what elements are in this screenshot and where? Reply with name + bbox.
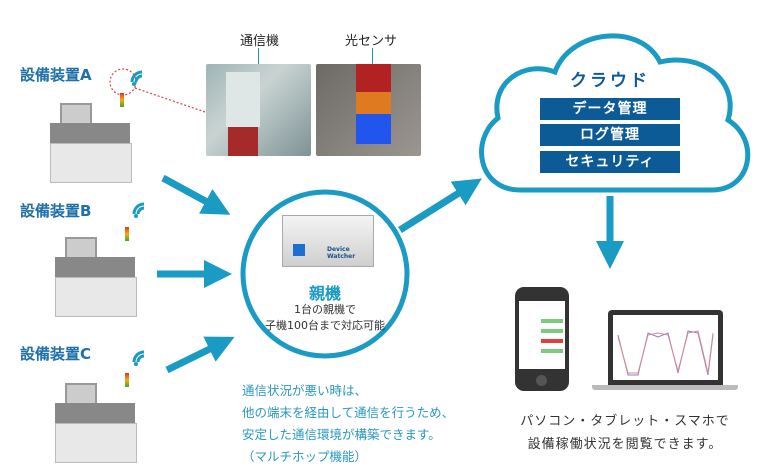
machine-b-image [50,222,150,317]
cloud-item-data-management: データ管理 [540,98,680,120]
parent-description: 1台の親機で 子機100台まで対応可能 [262,302,388,334]
viewing-line2: 設備稼働状況を閲覧できます。 [527,437,723,452]
arrow-parent-to-cloud [398,178,482,233]
parent-desc-line1: 1台の親機で [294,303,356,316]
multihop-line4: （マルチホップ機能） [242,449,368,464]
arrow-device-a [161,174,231,215]
multihop-line3: 安定した通信環境が構築できます。 [242,427,441,442]
multihop-note: 通信状況が悪い時は、 他の端末を経由して通信を行うため、 安定した通信環境が構築… [242,380,454,468]
communicator-photo [206,64,311,156]
device-c-label: 設備装置C [20,345,92,363]
parent-brand-label: Device Watcher [327,246,356,260]
device-a-label: 設備装置A [20,66,92,84]
multihop-line2: 他の端末を経由して通信を行うため、 [242,405,455,420]
machine-c-image [50,368,150,463]
wifi-icon [130,70,143,86]
laptop-screen-chart [617,330,714,376]
sensor-label: 光センサ [345,34,398,49]
laptop-image [608,310,723,385]
cloud-title: クラウド [570,71,650,91]
viewing-note: パソコン・タブレット・スマホで 設備稼働状況を閲覧できます。 [490,410,760,456]
communicator-label: 通信機 [240,34,280,49]
machine-a-image [45,88,145,183]
wifi-icon [132,350,145,366]
viewing-line1: パソコン・タブレット・スマホで [520,414,730,429]
parent-desc-line2: 子機100台まで対応可能 [265,319,385,332]
wifi-icon [132,202,145,218]
laptop-base [592,385,738,390]
sensor-photo [316,64,421,156]
arrow-device-c [165,336,235,374]
cloud-item-security: セキュリティ [540,151,680,173]
parent-title: 親機 [308,284,341,303]
cloud-item-log-management: ログ管理 [540,124,680,146]
sensor-callout-line [134,87,206,113]
multihop-line1: 通信状況が悪い時は、 [242,383,368,398]
device-b-label: 設備装置B [20,202,92,220]
parent-device-image: Device Watcher [282,215,374,267]
smartphone-image [515,287,569,391]
